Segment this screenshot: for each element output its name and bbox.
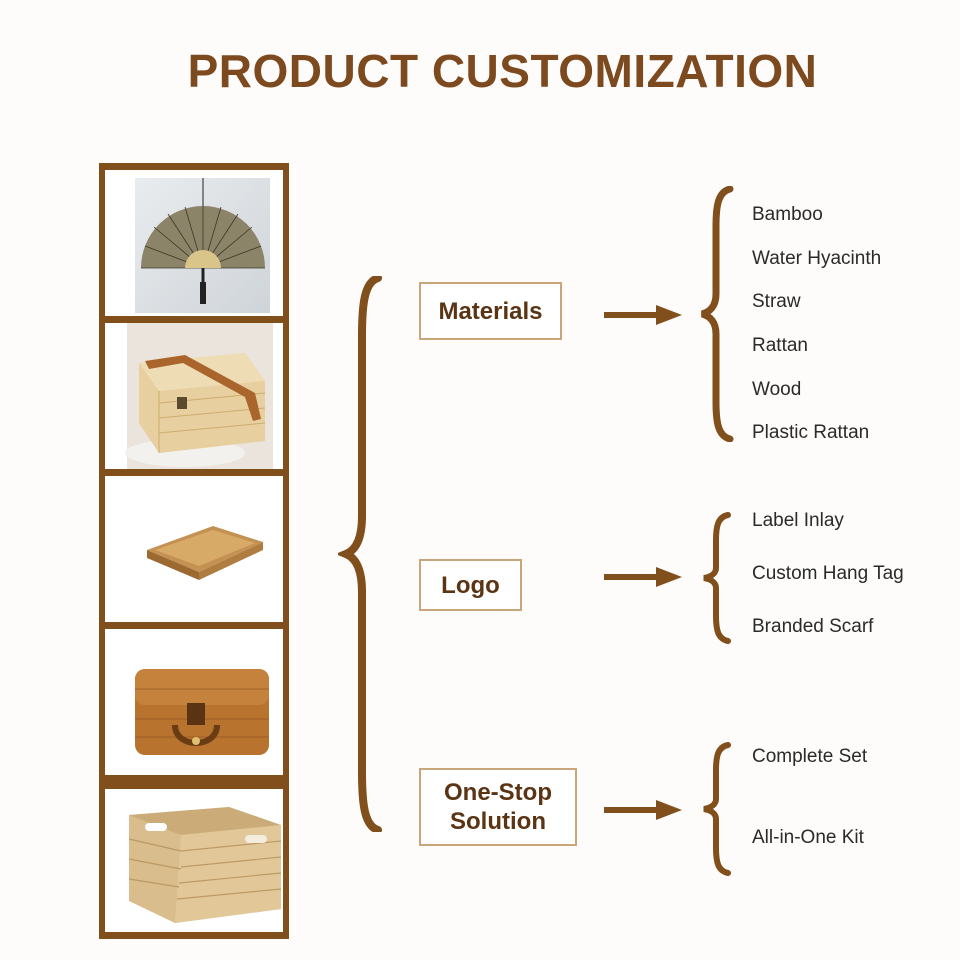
option-item: Plastic Rattan	[752, 422, 870, 443]
option-item: All-in-One Kit	[752, 827, 864, 848]
one-stop-brace	[703, 742, 731, 876]
logo-brace	[703, 512, 731, 644]
category-logo-box: Logo	[419, 559, 522, 611]
water-hyacinth-basket-image	[105, 789, 283, 932]
rattan-box-with-ribbon-image	[105, 323, 283, 469]
woven-tray-image	[105, 476, 283, 622]
option-item: Bamboo	[752, 204, 823, 225]
category-label: Logo	[441, 571, 500, 599]
option-item: Wood	[752, 379, 802, 400]
arrow-right-icon	[604, 800, 682, 820]
fan-wall-decor-image	[105, 170, 283, 316]
option-item: Custom Hang Tag	[752, 563, 904, 584]
category-one-stop-solution-box: One-Stop Solution	[419, 768, 577, 846]
page-title: PRODUCT CUSTOMIZATION	[187, 45, 818, 97]
main-brace	[338, 276, 382, 832]
option-item: Rattan	[752, 335, 808, 356]
arrow-right-icon	[604, 567, 682, 587]
arrow-right-icon	[604, 305, 682, 325]
materials-brace	[700, 186, 734, 442]
option-item: Label Inlay	[752, 510, 844, 531]
option-item: Water Hyacinth	[752, 248, 882, 269]
product-image-strip	[99, 163, 289, 939]
option-item: Complete Set	[752, 746, 868, 767]
category-label: Materials	[438, 297, 543, 325]
category-materials-box: Materials	[419, 282, 562, 340]
rattan-suitcase-image	[105, 629, 283, 775]
option-item: Branded Scarf	[752, 616, 874, 637]
option-item: Straw	[752, 291, 801, 312]
category-label: One-Stop Solution	[444, 779, 552, 835]
